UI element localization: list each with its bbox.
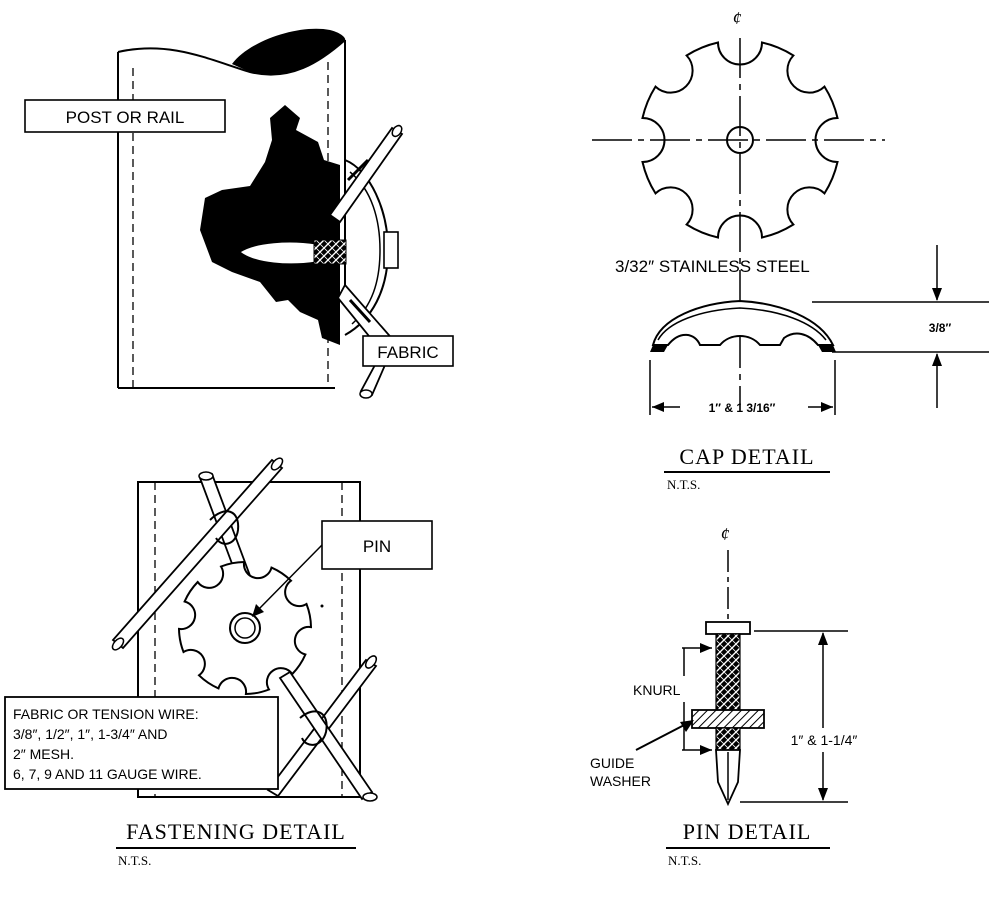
guide-washer: [691, 709, 765, 729]
fastening-nts: N.T.S.: [118, 853, 151, 868]
fastening-post: [137, 481, 361, 798]
pin-detail-head: [705, 621, 751, 635]
pin-head: [383, 231, 399, 269]
fastening-detail-title: FASTENING DETAIL: [126, 819, 346, 844]
pin-knurl-section: [313, 239, 347, 265]
pin-knurl-lower: [715, 727, 741, 751]
fabric-label-box: [362, 335, 454, 367]
wire-note-box: [4, 696, 279, 790]
cap-height-dimension: 3/8″: [929, 321, 952, 335]
wire-note-line-1: FABRIC OR TENSION WIRE:: [13, 706, 199, 722]
cap-nts: N.T.S.: [667, 477, 700, 492]
cap-detail-title: CAP DETAIL: [679, 444, 814, 469]
knurl-label: KNURL: [633, 682, 681, 698]
pin-detail: ¢ KNURL GUIDE WASHER 1″ & 1-1/4″ PIN DET…: [590, 524, 857, 868]
cap-side-view: [651, 299, 835, 346]
post-label: POST OR RAIL: [66, 108, 185, 127]
post-rail-detail: POST OR RAIL FABRIC: [24, 28, 454, 399]
fastening-detail: PIN FABRIC OR TENSION WIRE: 3/8″, 1/2″, …: [4, 457, 433, 868]
pin-centerline-symbol: ¢: [721, 524, 730, 544]
cap-width-dimension: 1″ & 1 3/16″: [709, 401, 776, 415]
cap-material-label: 3/32″ STAINLESS STEEL: [615, 257, 810, 276]
pin-detail-title: PIN DETAIL: [683, 819, 812, 844]
guide-label-line-2: WASHER: [590, 773, 651, 789]
fabric-label: FABRIC: [377, 343, 438, 362]
wire-note-line-3: 2″ MESH.: [13, 746, 74, 762]
wire-note-line-4: 6, 7, 9 AND 11 GAUGE WIRE.: [13, 766, 202, 782]
pin-knurl-upper: [715, 633, 741, 711]
pin-label-box: [321, 520, 433, 570]
wire-note-line-2: 3/8″, 1/2″, 1″, 1-3/4″ AND: [13, 726, 167, 742]
post-opening: [232, 28, 346, 75]
guide-label-line-1: GUIDE: [590, 755, 634, 771]
pin-nts: N.T.S.: [668, 853, 701, 868]
pin-length-dimension: 1″ & 1-1/4″: [791, 732, 858, 748]
cap-centerline-symbol: ¢: [733, 8, 742, 28]
cutaway-interior: [200, 105, 340, 345]
pin-label: PIN: [363, 537, 391, 556]
cap-detail: ¢ 3/32″ STAINLESS STEEL 1″ & 1 3/16″ 3/8…: [592, 8, 989, 492]
post-label-box: [24, 99, 226, 133]
